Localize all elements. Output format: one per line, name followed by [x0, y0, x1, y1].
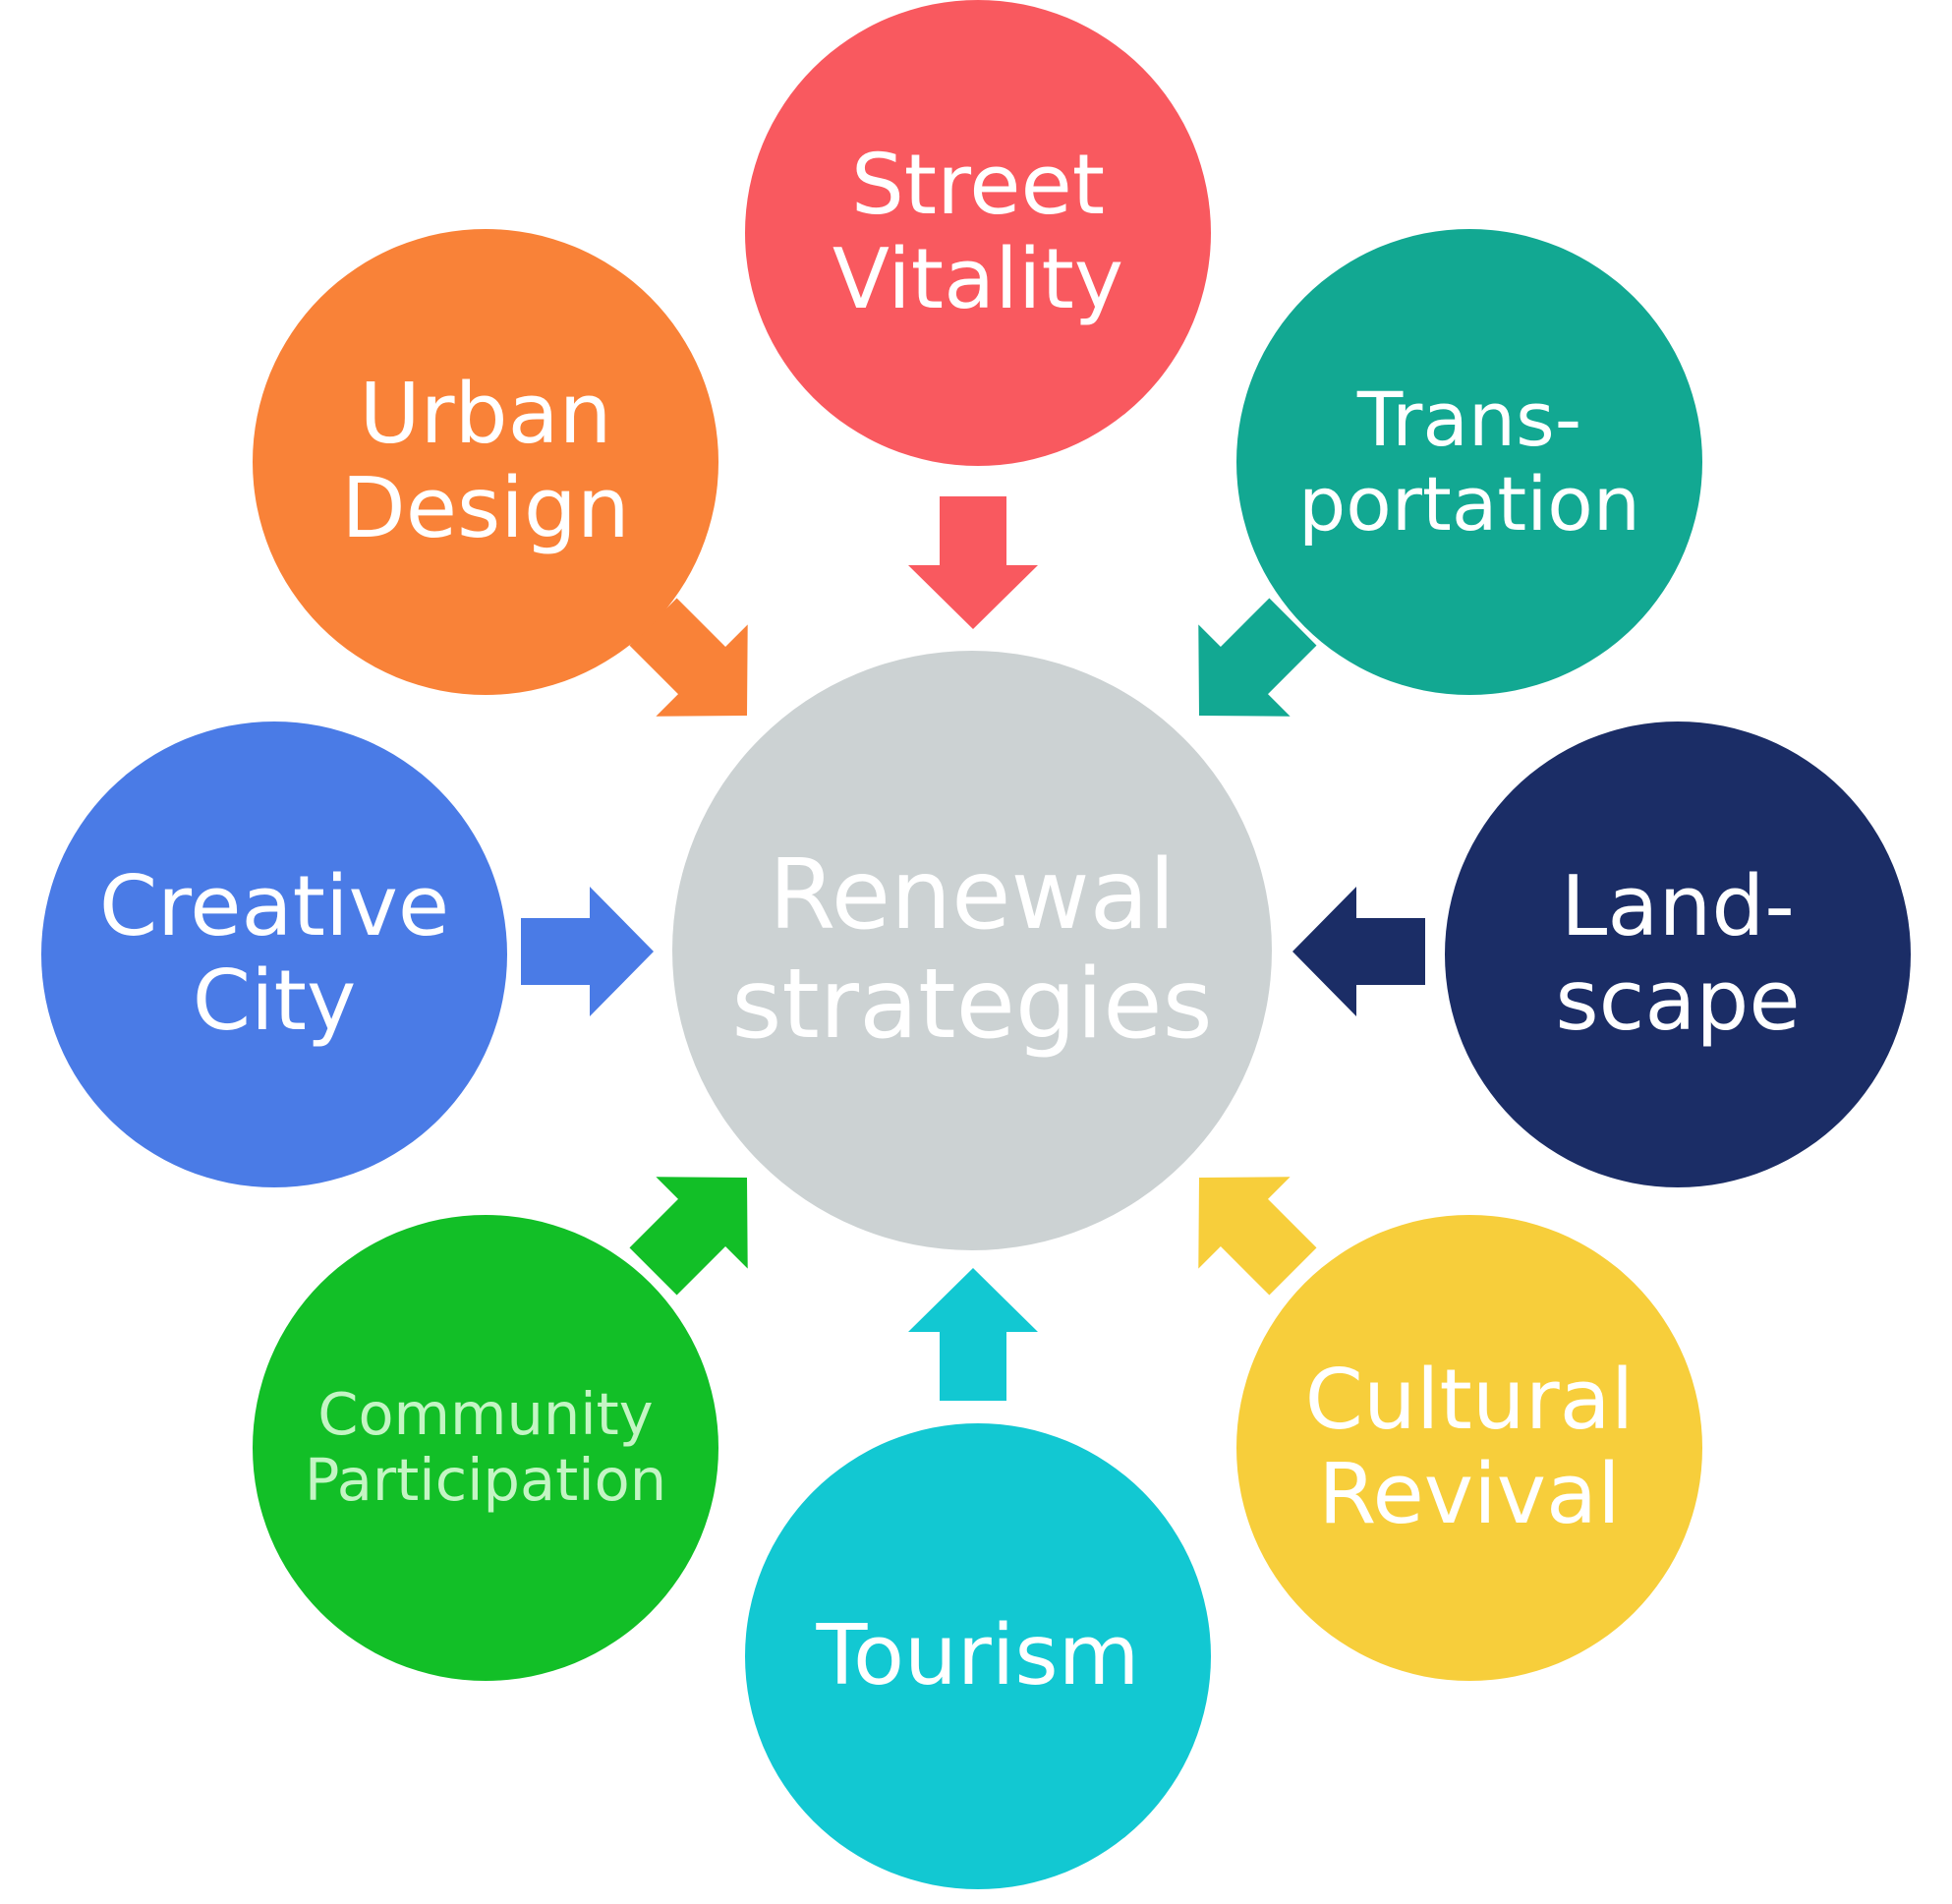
center-label-line-2: strategies	[731, 949, 1213, 1061]
node-landscape-line-2: scape	[1555, 952, 1801, 1050]
arrow-creative-city	[521, 887, 654, 1016]
node-creative-city-line-1: Creative	[98, 857, 450, 955]
node-community-participation-label: Community Participation	[305, 1382, 666, 1513]
node-community-participation-line-1: Community	[317, 1380, 654, 1449]
node-tourism-label: Tourism	[816, 1606, 1140, 1704]
node-cultural-revival: Cultural Revival	[1236, 1215, 1702, 1681]
node-creative-city-line-2: City	[192, 952, 357, 1050]
node-landscape-line-1: Land-	[1561, 857, 1795, 955]
node-urban-design: Urban Design	[253, 229, 718, 695]
center-node-label: Renewal strategies	[731, 841, 1212, 1059]
node-transportation: Trans- portation	[1236, 229, 1702, 695]
arrow-landscape	[1292, 887, 1425, 1016]
node-creative-city: Creative City	[41, 721, 507, 1187]
node-transportation-label: Trans- portation	[1298, 377, 1640, 547]
node-cultural-revival-line-2: Revival	[1318, 1446, 1621, 1543]
node-street-vitality: Street Vitality	[745, 0, 1211, 466]
node-urban-design-line-1: Urban	[359, 365, 612, 463]
node-creative-city-label: Creative City	[98, 857, 450, 1050]
center-label-line-1: Renewal	[769, 839, 1176, 952]
node-community-participation: Community Participation	[253, 1215, 718, 1681]
arrow-street-vitality	[908, 496, 1038, 629]
node-transportation-line-1: Trans-	[1356, 375, 1582, 464]
node-community-participation-line-2: Participation	[304, 1446, 667, 1514]
node-street-vitality-line-2: Vitality	[832, 231, 1124, 328]
node-street-vitality-label: Street Vitality	[832, 136, 1124, 328]
node-urban-design-line-2: Design	[341, 460, 630, 557]
center-node-renewal-strategies: Renewal strategies	[672, 651, 1272, 1250]
node-cultural-revival-label: Cultural Revival	[1304, 1351, 1635, 1543]
node-urban-design-label: Urban Design	[341, 365, 630, 557]
node-transportation-line-2: portation	[1298, 460, 1640, 548]
node-landscape: Land- scape	[1445, 721, 1911, 1187]
node-street-vitality-line-1: Street	[850, 136, 1106, 234]
node-tourism-line-1: Tourism	[816, 1606, 1140, 1704]
node-landscape-label: Land- scape	[1555, 857, 1801, 1050]
arrow-tourism	[908, 1268, 1038, 1401]
node-cultural-revival-line-1: Cultural	[1304, 1351, 1635, 1449]
node-tourism: Tourism	[745, 1423, 1211, 1889]
